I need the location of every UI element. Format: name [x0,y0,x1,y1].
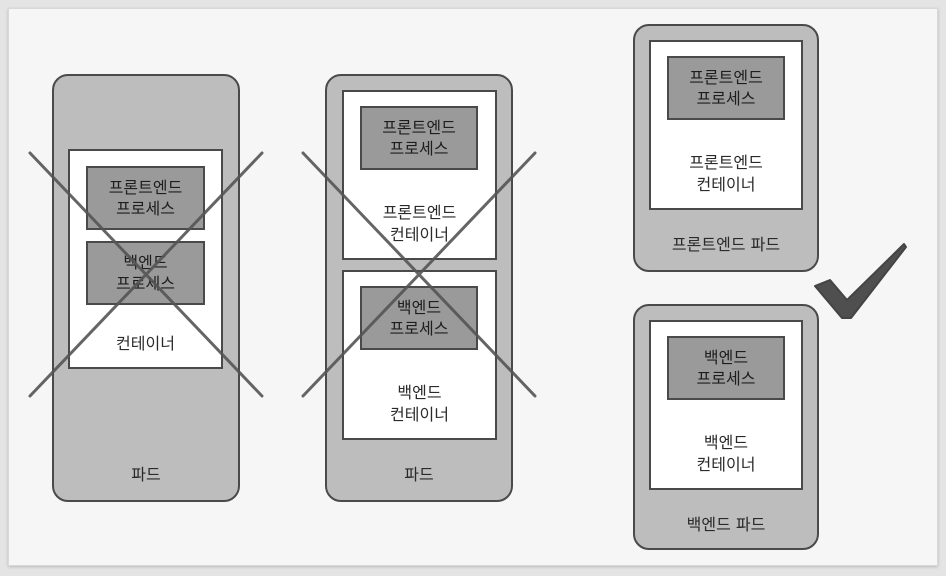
left-frontend-process-line1: 프론트엔드 [108,178,183,197]
backend-container-label: 백엔드 컨테이너 [651,432,801,476]
middle-backend-container-label: 백엔드 컨테이너 [344,382,495,426]
backend-process: 백엔드 프로세스 [667,336,785,400]
middle-backend-container-line2: 컨테이너 [390,405,449,424]
backend-container-line1: 백엔드 [703,433,749,452]
middle-frontend-container-line1: 프론트엔드 [382,203,457,222]
middle-frontend-process: 프론트엔드 프로세스 [360,106,478,170]
left-backend-process-line1: 백엔드 [123,253,168,272]
frontend-container-label: 프론트엔드 컨테이너 [651,152,801,196]
left-container-label: 컨테이너 [116,334,175,353]
backend-process-line2: 프로세스 [696,369,756,388]
middle-backend-container-line1: 백엔드 [397,383,442,402]
middle-frontend-process-line1: 프론트엔드 [382,118,456,137]
left-pod-label: 파드 [131,465,161,484]
frontend-process-line2: 프로세스 [696,89,756,108]
middle-frontend-container-label: 프론트엔드 컨테이너 [344,202,495,246]
backend-pod-label: 백엔드 파드 [686,515,766,534]
frontend-container-line1: 프론트엔드 [689,153,763,172]
left-frontend-process-line2: 프로세스 [116,199,175,218]
frontend-container-line2: 컨테이너 [696,175,756,194]
frontend-process: 프론트엔드 프로세스 [667,56,785,120]
left-backend-process: 백엔드 프로세스 [86,241,205,305]
middle-backend-process: 백엔드 프로세스 [360,286,478,350]
middle-pod-label: 파드 [404,465,434,484]
left-backend-process-line2: 프로세스 [116,274,175,293]
middle-frontend-process-line2: 프로세스 [389,139,449,158]
middle-backend-process-line2: 프로세스 [389,319,449,338]
backend-container-line2: 컨테이너 [696,455,756,474]
frontend-process-line1: 프론트엔드 [689,68,763,87]
middle-backend-process-line1: 백엔드 [396,298,442,317]
middle-frontend-container-line2: 컨테이너 [390,225,449,244]
left-frontend-process: 프론트엔드 프로세스 [86,166,205,230]
backend-process-line1: 백엔드 [703,348,749,367]
frontend-pod-label: 프론트엔드 파드 [671,235,781,254]
